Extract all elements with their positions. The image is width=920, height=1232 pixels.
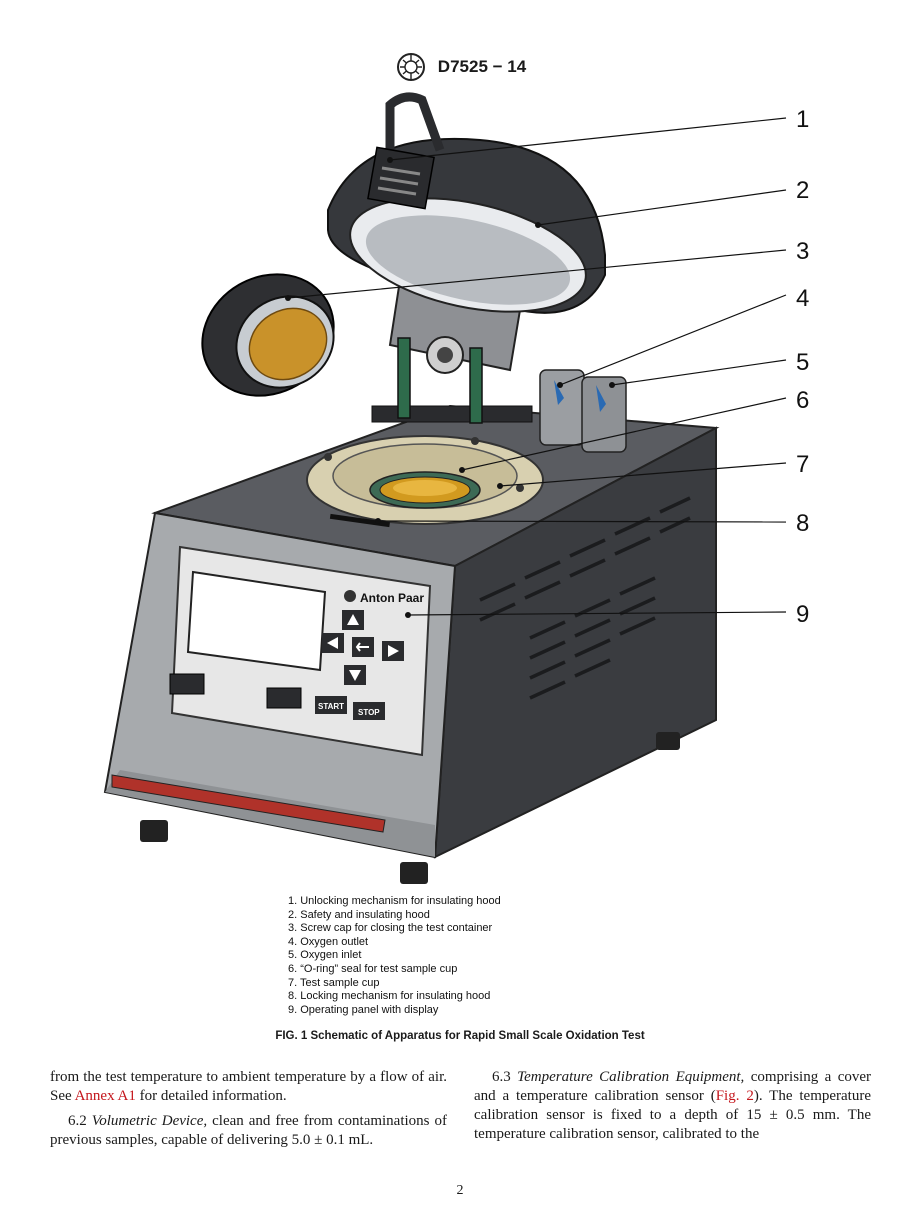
callout-leaders xyxy=(287,117,787,616)
paragraph-continuation: from the test temperature to ambient tem… xyxy=(50,1068,447,1106)
ventilation-slots xyxy=(479,496,691,700)
paragraph-text: from the test temperature to ambient tem… xyxy=(50,1069,447,1104)
legend-item: 9. Operating panel with display xyxy=(288,1003,439,1016)
test-container-ring xyxy=(306,435,544,525)
legend-item: 8. Locking mechanism for insulating hood xyxy=(288,990,491,1003)
legend-item: 7. Test sample cup xyxy=(288,976,380,989)
callout-2: 2 xyxy=(796,177,809,204)
stop-button-label: STOP xyxy=(358,708,380,717)
section-6-2: 6.2 Volumetric Device, clean and free fr… xyxy=(50,1112,447,1150)
callout-1: 1 xyxy=(796,106,809,133)
paragraph-text: ). The temperature calibration sensor is… xyxy=(474,1088,871,1142)
right-column: 6.3 Temperature Calibration Equipment, c… xyxy=(474,1068,871,1150)
annex-a1-link[interactable]: Annex A1 xyxy=(74,1088,136,1104)
callout-6: 6 xyxy=(796,387,809,414)
page-number: 2 xyxy=(456,1183,464,1198)
fig-2-link[interactable]: Fig. 2 xyxy=(715,1088,754,1104)
screw-cap xyxy=(201,273,335,397)
legend-item: 5. Oxygen inlet xyxy=(288,949,362,962)
left-column: from the test temperature to ambient tem… xyxy=(50,1068,447,1156)
figure-caption: FIG. 1 Schematic of Apparatus for Rapid … xyxy=(275,1030,645,1042)
paragraph-text: comprising a cover and a temperature cal… xyxy=(474,1069,872,1104)
standard-designation: D7525 − 14 xyxy=(437,57,527,76)
apparatus-illustration: Anton Paar START STOP 1 2 3 4 5 6 7 8 9 xyxy=(103,92,809,884)
start-button-label: START xyxy=(318,702,344,711)
paragraph-text: for detailed information. xyxy=(135,1088,287,1104)
section-title: Volumetric Device, xyxy=(91,1113,208,1129)
oxygen-connectors xyxy=(539,369,627,453)
callout-5: 5 xyxy=(796,349,809,376)
display-screen xyxy=(186,570,327,672)
paragraph-text: clean and free from contaminations of pr… xyxy=(50,1113,448,1148)
legend-item: 1. Unlocking mechanism for insulating ho… xyxy=(288,895,501,907)
callout-9: 9 xyxy=(796,601,809,628)
astm-logo-icon xyxy=(396,53,425,81)
operating-panel: Anton Paar START STOP xyxy=(169,545,432,757)
legend-item: 4. Oxygen outlet xyxy=(288,935,369,948)
section-title: Temperature Calibration Equipment, xyxy=(517,1069,745,1085)
callout-4: 4 xyxy=(796,285,809,312)
callout-7: 7 xyxy=(796,451,809,478)
section-6-3: 6.3 Temperature Calibration Equipment, c… xyxy=(474,1068,871,1144)
insulating-hood xyxy=(327,92,606,314)
legend-item: 6. “O-ring” seal for test sample cup xyxy=(288,962,458,975)
callout-8: 8 xyxy=(796,510,809,537)
figure-legend: 1. Unlocking mechanism for insulating ho… xyxy=(288,895,501,1017)
legend-item: 3. Screw cap for closing the test contai… xyxy=(288,922,493,935)
section-number: 6.2 xyxy=(68,1113,92,1129)
legend-item: 2. Safety and insulating hood xyxy=(288,908,430,921)
brand-label: Anton Paar xyxy=(360,591,424,605)
page-header: D7525 − 14 xyxy=(0,52,920,82)
section-number: 6.3 xyxy=(492,1069,518,1085)
callout-dots xyxy=(285,157,615,618)
callout-3: 3 xyxy=(796,238,809,265)
